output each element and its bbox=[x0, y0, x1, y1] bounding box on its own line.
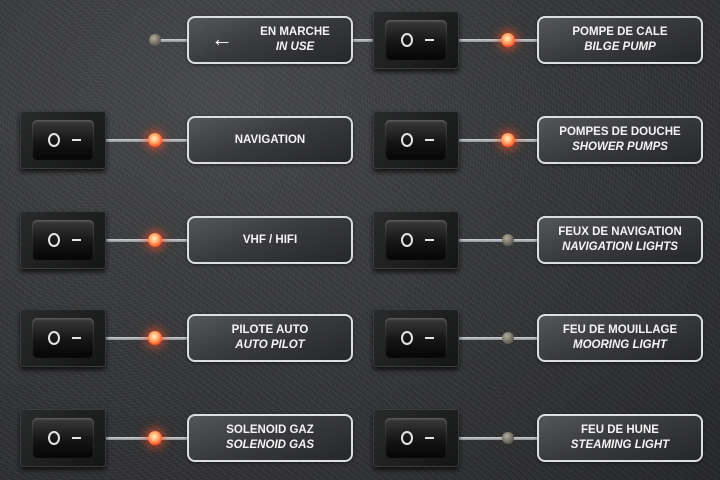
rocker-switch-vhf-hifi[interactable] bbox=[20, 211, 106, 269]
rocker-switch-auto-pilot[interactable] bbox=[20, 309, 106, 367]
on-symbol-icon bbox=[72, 139, 81, 141]
off-symbol-icon bbox=[401, 233, 413, 247]
wire bbox=[453, 139, 543, 142]
label-english: MOORING LIGHT bbox=[573, 339, 667, 351]
rocker-switch-navigation-lights[interactable] bbox=[373, 211, 459, 269]
label-french: VHF / HIFI bbox=[242, 233, 298, 246]
rocker-switch-toggle[interactable] bbox=[385, 418, 447, 458]
indicator-led bbox=[502, 234, 514, 246]
on-symbol-icon bbox=[72, 337, 81, 339]
wire bbox=[100, 337, 190, 340]
circuit-label: FEU DE HUNE STEAMING LIGHT bbox=[537, 414, 703, 462]
on-symbol-icon bbox=[425, 39, 434, 41]
circuit-label: FEU DE MOUILLAGE MOORING LIGHT bbox=[537, 314, 703, 362]
off-symbol-icon bbox=[401, 331, 413, 345]
off-symbol-icon bbox=[401, 133, 413, 147]
label-english: SOLENOID GAS bbox=[225, 439, 315, 451]
wire bbox=[100, 239, 190, 242]
indicator-led bbox=[501, 133, 515, 147]
rocker-switch-toggle[interactable] bbox=[32, 418, 94, 458]
rocker-switch-navigation[interactable] bbox=[20, 111, 106, 169]
wire bbox=[453, 437, 543, 440]
circuit-label: PILOTE AUTO AUTO PILOT bbox=[187, 314, 353, 362]
label-french: NAVIGATION bbox=[234, 133, 306, 146]
on-symbol-icon bbox=[72, 437, 81, 439]
rocker-switch-toggle[interactable] bbox=[32, 120, 94, 160]
label-english: IN USE bbox=[275, 41, 315, 53]
wire bbox=[453, 337, 543, 340]
in-use-label: ← EN MARCHE IN USE bbox=[187, 16, 353, 64]
wire bbox=[100, 139, 190, 142]
rocker-switch-bilge-pump[interactable] bbox=[373, 11, 459, 69]
label-french: FEU DE HUNE bbox=[581, 424, 659, 436]
rocker-switch-steaming-light[interactable] bbox=[373, 409, 459, 467]
rocker-switch-shower-pumps[interactable] bbox=[373, 111, 459, 169]
circuit-label: POMPES DE DOUCHE SHOWER PUMPS bbox=[537, 116, 703, 164]
rocker-switch-toggle[interactable] bbox=[32, 318, 94, 358]
off-symbol-icon bbox=[48, 331, 60, 345]
rocker-switch-toggle[interactable] bbox=[32, 220, 94, 260]
indicator-led bbox=[148, 133, 162, 147]
label-french: SOLENOID GAZ bbox=[226, 424, 314, 436]
off-symbol-icon bbox=[401, 431, 413, 445]
off-symbol-icon bbox=[401, 33, 413, 47]
label-french: POMPES DE DOUCHE bbox=[559, 126, 681, 138]
circuit-label: POMPE DE CALE BILGE PUMP bbox=[537, 16, 703, 64]
on-symbol-icon bbox=[425, 239, 434, 241]
rocker-switch-solenoid-gas[interactable] bbox=[20, 409, 106, 467]
off-symbol-icon bbox=[48, 133, 60, 147]
rocker-switch-toggle[interactable] bbox=[385, 318, 447, 358]
in-use-led bbox=[149, 34, 161, 46]
on-symbol-icon bbox=[72, 239, 81, 241]
rocker-switch-mooring-light[interactable] bbox=[373, 309, 459, 367]
label-english: SHOWER PUMPS bbox=[572, 141, 668, 153]
indicator-led bbox=[501, 33, 515, 47]
arrow-left-icon: ← bbox=[211, 26, 233, 51]
indicator-led bbox=[502, 332, 514, 344]
indicator-led bbox=[502, 432, 514, 444]
rocker-switch-toggle[interactable] bbox=[385, 20, 447, 60]
wire bbox=[453, 239, 543, 242]
label-english: STEAMING LIGHT bbox=[570, 439, 670, 451]
circuit-label: SOLENOID GAZ SOLENOID GAS bbox=[187, 414, 353, 462]
label-english: NAVIGATION LIGHTS bbox=[562, 241, 678, 253]
rocker-switch-toggle[interactable] bbox=[385, 220, 447, 260]
label-french: PILOTE AUTO bbox=[231, 324, 309, 336]
circuit-label: VHF / HIFI bbox=[187, 216, 353, 264]
indicator-led bbox=[148, 331, 162, 345]
label-french: FEU DE MOUILLAGE bbox=[562, 324, 678, 336]
indicator-led bbox=[148, 233, 162, 247]
off-symbol-icon bbox=[48, 233, 60, 247]
rocker-switch-toggle[interactable] bbox=[385, 120, 447, 160]
label-english: BILGE PUMP bbox=[584, 41, 656, 53]
wire bbox=[453, 39, 543, 42]
wire bbox=[100, 437, 190, 440]
circuit-label: FEUX DE NAVIGATION NAVIGATION LIGHTS bbox=[537, 216, 703, 264]
label-french: EN MARCHE bbox=[260, 26, 330, 38]
indicator-led bbox=[148, 431, 162, 445]
on-symbol-icon bbox=[425, 337, 434, 339]
on-symbol-icon bbox=[425, 139, 434, 141]
off-symbol-icon bbox=[48, 431, 60, 445]
label-french: FEUX DE NAVIGATION bbox=[558, 226, 682, 238]
circuit-label: NAVIGATION bbox=[187, 116, 353, 164]
label-english: AUTO PILOT bbox=[235, 339, 305, 351]
on-symbol-icon bbox=[425, 437, 434, 439]
label-french: POMPE DE CALE bbox=[572, 26, 668, 38]
